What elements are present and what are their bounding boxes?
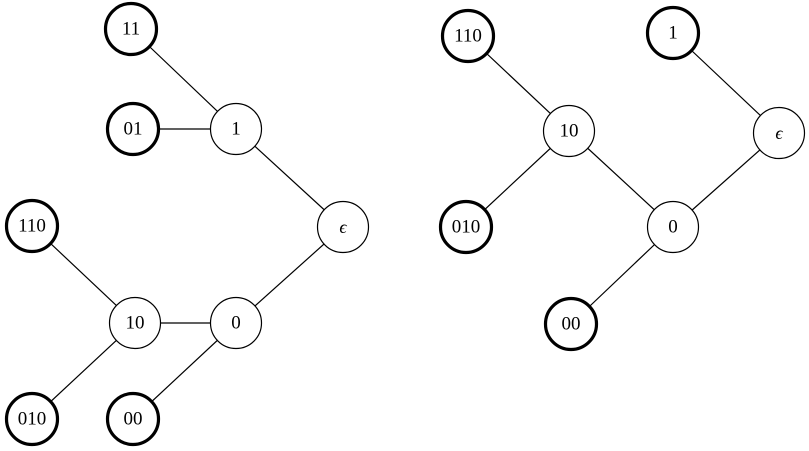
node-label: 01 <box>124 119 143 140</box>
left-tree-node-L-010: 010 <box>4 391 60 447</box>
node-label: 10 <box>560 121 579 142</box>
right-tree-node-R-010: 010 <box>438 199 494 255</box>
node-circle <box>105 101 161 157</box>
left-tree-node-L-eps: ϵ <box>316 200 370 254</box>
node-circle <box>752 106 806 160</box>
node-label: 00 <box>562 314 581 335</box>
node-label: 10 <box>126 313 145 334</box>
node-circle <box>440 8 496 64</box>
node-label: 010 <box>452 217 481 238</box>
node-circle <box>438 199 494 255</box>
node-label: 0 <box>231 313 241 334</box>
node-label: 11 <box>122 19 140 40</box>
right-tree-node-R-00: 00 <box>543 296 599 352</box>
node-circle <box>4 198 60 254</box>
left-tree-node-L-11: 11 <box>103 1 159 57</box>
node-circle <box>103 1 159 57</box>
left-tree-node-L-110: 110 <box>4 198 60 254</box>
node-label: 1 <box>231 119 241 140</box>
left-tree-node-L-01: 01 <box>105 101 161 157</box>
node-circle <box>542 104 596 158</box>
node-label: 0 <box>668 217 678 238</box>
left-tree-node-L-00: 00 <box>105 391 161 447</box>
right-tree-node-R-110: 110 <box>440 8 496 64</box>
node-circle <box>105 391 161 447</box>
left-tree-node-L-0: 0 <box>209 296 263 350</box>
node-circle <box>108 296 162 350</box>
node-label: 00 <box>124 409 143 430</box>
node-label: 110 <box>18 216 46 237</box>
left-tree-node-L-1: 1 <box>209 102 263 156</box>
node-circle <box>209 296 263 350</box>
left-tree-node-L-10: 10 <box>108 296 162 350</box>
node-label: ϵ <box>339 217 347 237</box>
right-tree-node-R-1: 1 <box>645 5 701 61</box>
right-tree-node-R-10: 10 <box>542 104 596 158</box>
node-label: 010 <box>18 409 47 430</box>
node-label: 1 <box>668 23 678 44</box>
node-circle <box>316 200 370 254</box>
node-label: 110 <box>454 26 482 47</box>
right-tree-node-R-0: 0 <box>646 200 700 254</box>
node-circle <box>4 391 60 447</box>
node-label: ϵ <box>775 123 783 143</box>
node-circle <box>646 200 700 254</box>
right-tree-node-R-eps: ϵ <box>752 106 806 160</box>
node-circle <box>645 5 701 61</box>
node-circle <box>543 296 599 352</box>
node-circle <box>209 102 263 156</box>
